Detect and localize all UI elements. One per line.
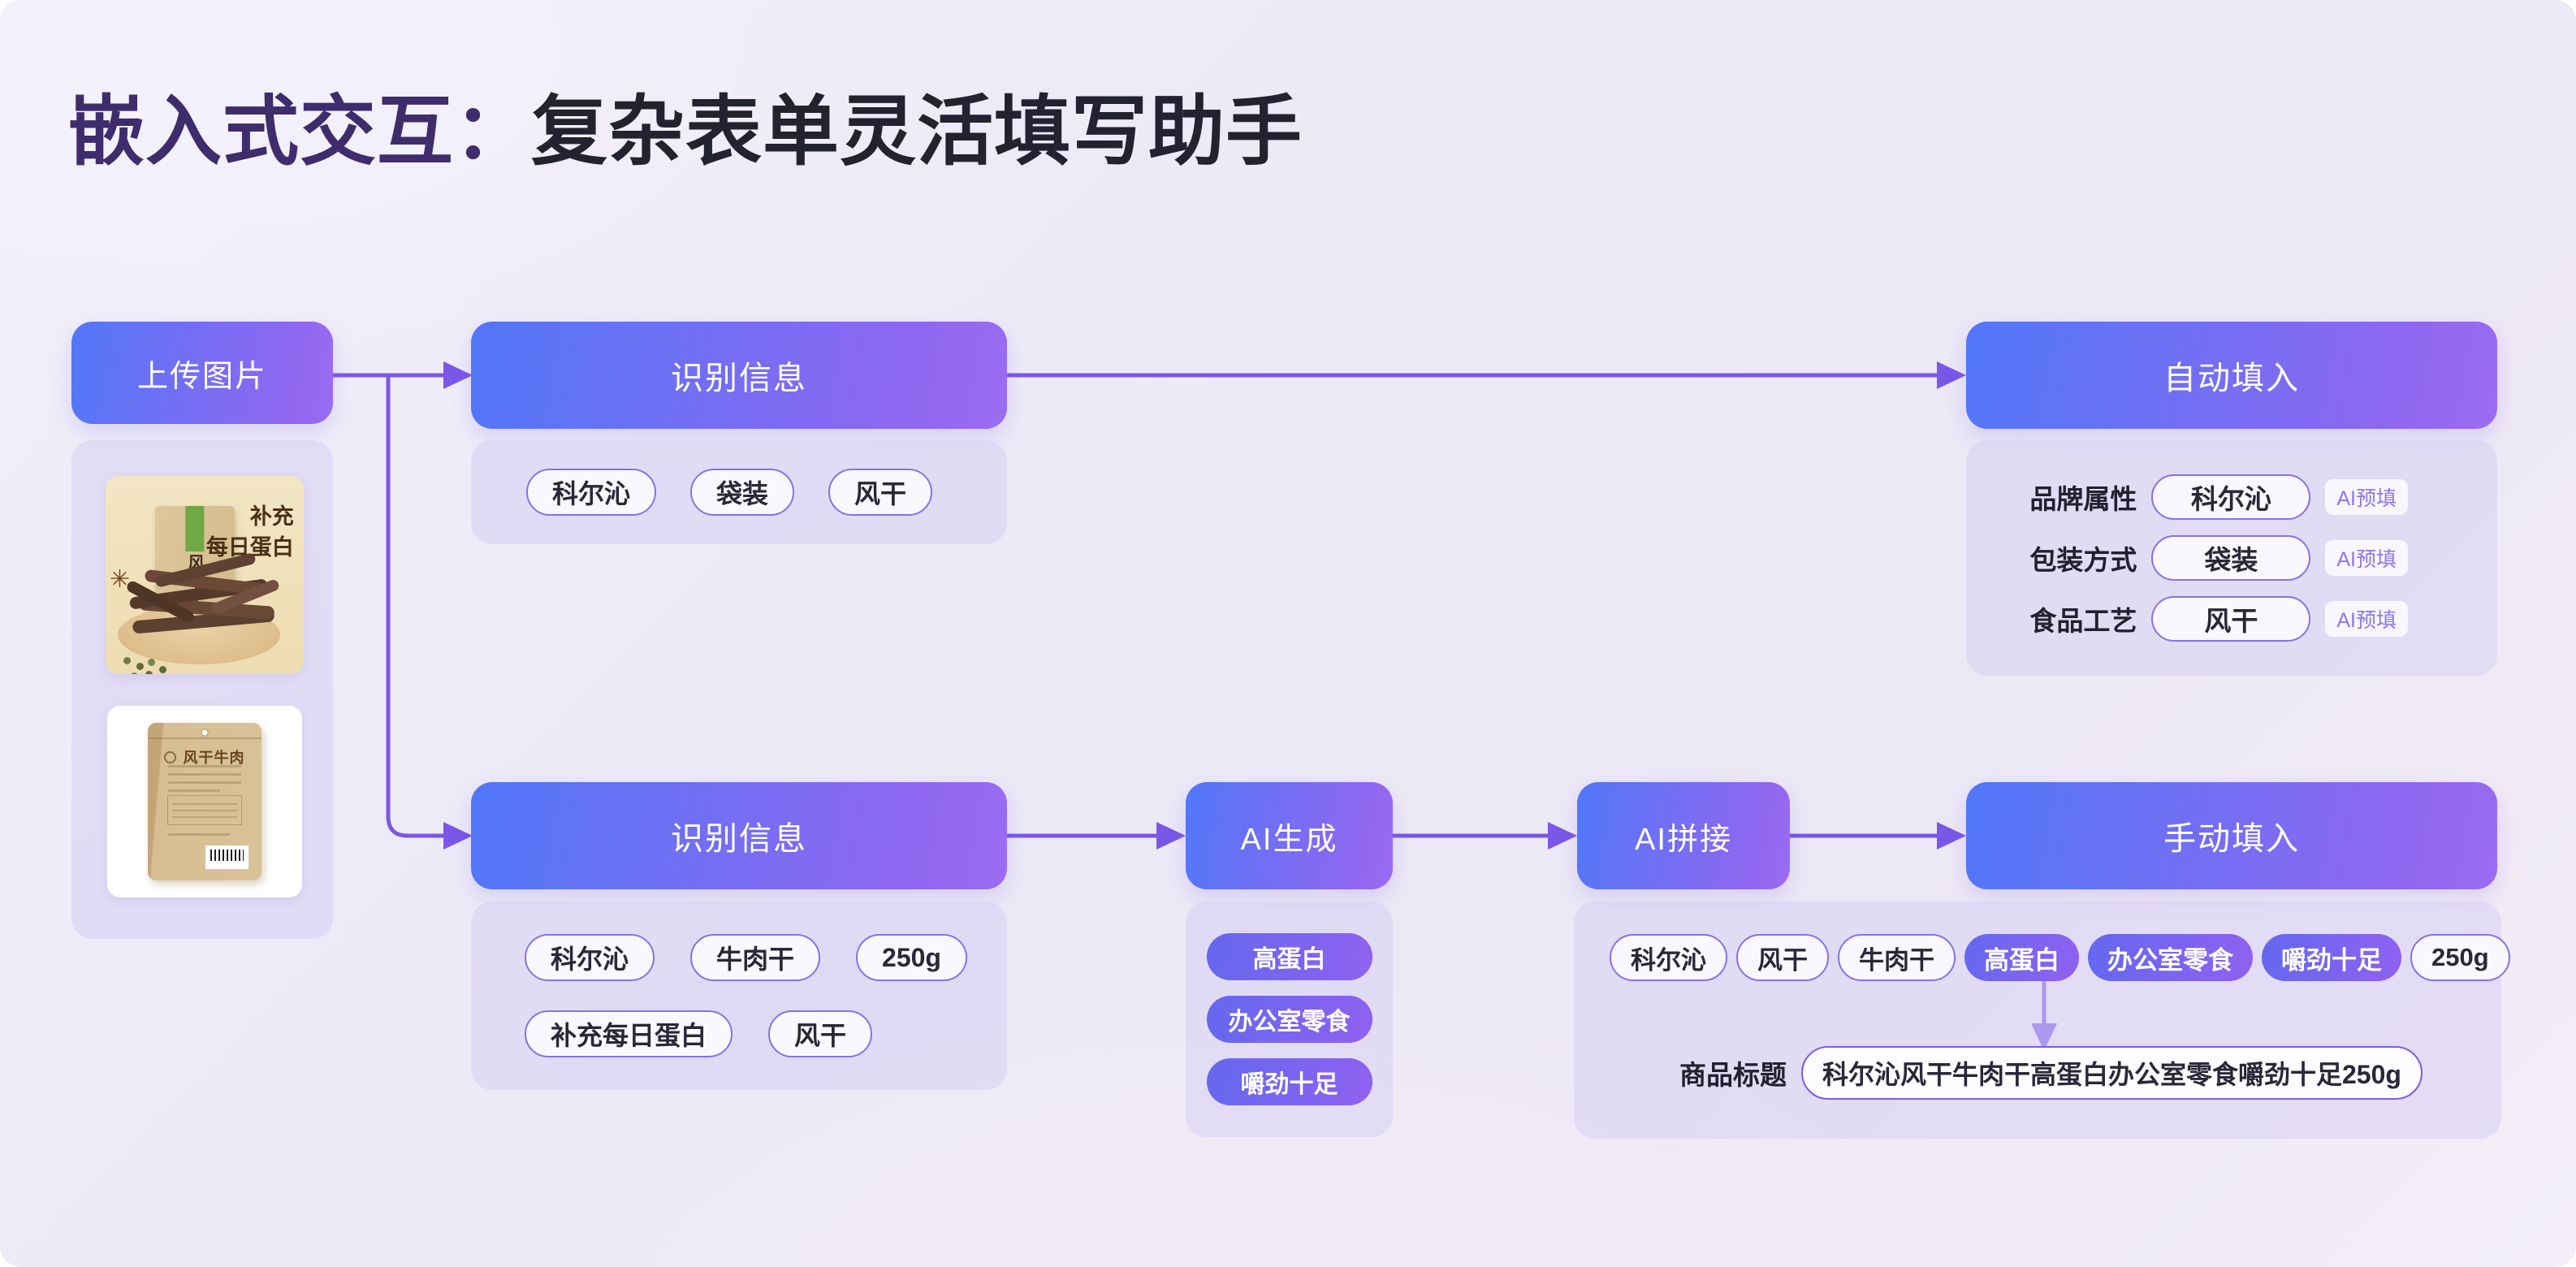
spliced-tags-row: 科尔沁 风干 牛肉干 高蛋白 办公室零食 嚼劲十足 250g bbox=[1610, 934, 2510, 981]
ai-tag-pill: 嚼劲十足 bbox=[1206, 1058, 1372, 1105]
jerky-sticks bbox=[124, 552, 283, 646]
recognized-tags-panel-2: 科尔沁 牛肉干 250g 补充每日蛋白 风干 bbox=[471, 902, 1007, 1090]
tag-pill: 风干 bbox=[828, 469, 933, 516]
ai-prefill-badge: AI预填 bbox=[2325, 601, 2408, 637]
product-title-label: 商品标题 bbox=[1679, 1060, 1787, 1090]
node-upload-label: 上传图片 bbox=[136, 359, 267, 394]
promo-line1: 补充 bbox=[249, 504, 294, 529]
field-value-pill: 风干 bbox=[2151, 596, 2311, 642]
auto-fill-form-panel: 品牌属性 科尔沁 AI预填 包装方式 袋装 AI预填 食品工艺 风干 AI预填 bbox=[1966, 440, 2497, 676]
tag-pill: 250g bbox=[2410, 934, 2510, 981]
product-photo-back: 风干牛肉 bbox=[107, 706, 302, 897]
tag-pill: 牛肉干 bbox=[690, 934, 821, 981]
barcode bbox=[205, 845, 249, 870]
tag-pill: 补充每日蛋白 bbox=[525, 1010, 733, 1057]
ai-tag-pill: 嚼劲十足 bbox=[2262, 934, 2401, 981]
tag-pill: 科尔沁 bbox=[1610, 934, 1727, 981]
title-main: 复杂表单灵活填写助手 bbox=[531, 89, 1303, 174]
node-recognize1-label: 识别信息 bbox=[671, 361, 807, 396]
ai-generated-tags-panel: 高蛋白 办公室零食 嚼劲十足 bbox=[1186, 902, 1393, 1137]
jerky-bag-back: 风干牛肉 bbox=[148, 723, 261, 880]
node-autofill-label: 自动填入 bbox=[2163, 361, 2300, 396]
node-ai-splice-label: AI拼接 bbox=[1635, 822, 1732, 857]
tag-pill: 250g bbox=[856, 934, 967, 981]
peppercorns bbox=[123, 656, 131, 664]
node-ai-splice: AI拼接 bbox=[1577, 782, 1790, 889]
form-row: 品牌属性 科尔沁 AI预填 bbox=[1966, 474, 2408, 520]
tag-pill: 袋装 bbox=[690, 469, 795, 516]
uploaded-photos-panel: 风干牛肉 补充 每日蛋白 ✳ 风干牛肉 bbox=[71, 440, 333, 939]
arrowhead-ai-generate bbox=[1156, 822, 1186, 850]
arrowhead-manual bbox=[1937, 822, 1966, 850]
bag-back-title: 风干牛肉 bbox=[164, 746, 245, 768]
ai-tag-pill: 高蛋白 bbox=[1964, 934, 2079, 981]
node-upload-image: 上传图片 bbox=[71, 322, 333, 424]
brand-logo bbox=[164, 750, 177, 763]
arrowhead-recognize1 bbox=[443, 361, 473, 389]
bag-green-stripe bbox=[185, 505, 205, 552]
tag-pill: 科尔沁 bbox=[525, 934, 655, 981]
form-row: 食品工艺 风干 AI预填 bbox=[1966, 596, 2408, 642]
arrowhead-autofill bbox=[1937, 361, 1966, 389]
field-value-pill: 袋装 bbox=[2151, 535, 2311, 581]
ai-prefill-badge: AI预填 bbox=[2325, 540, 2408, 576]
node-recognize-info-2: 识别信息 bbox=[471, 782, 1007, 889]
product-title-value: 科尔沁风干牛肉干高蛋白办公室零食嚼劲十足250g bbox=[1801, 1046, 2423, 1100]
tag-pill: 科尔沁 bbox=[526, 469, 657, 516]
node-ai-generate-label: AI生成 bbox=[1240, 822, 1338, 857]
recognized-tags-panel-1: 科尔沁 袋装 风干 bbox=[471, 440, 1007, 544]
bag-hang-hole bbox=[200, 729, 209, 737]
product-title-row: 商品标题 科尔沁风干牛肉干高蛋白办公室零食嚼劲十足250g bbox=[1679, 1046, 2423, 1100]
node-recognize-info-1: 识别信息 bbox=[471, 322, 1007, 429]
arrowhead-ai-splice bbox=[1548, 822, 1577, 850]
node-ai-generate: AI生成 bbox=[1186, 782, 1393, 889]
star-anise: ✳ bbox=[109, 565, 131, 593]
ai-tag-pill: 办公室零食 bbox=[1206, 996, 1372, 1043]
field-value-pill: 科尔沁 bbox=[2151, 474, 2311, 520]
node-recognize2-label: 识别信息 bbox=[671, 821, 807, 857]
node-manual-fill: 手动填入 bbox=[1966, 782, 2497, 889]
field-label: 品牌属性 bbox=[2029, 484, 2137, 514]
ai-tag-pill: 办公室零食 bbox=[2088, 934, 2253, 981]
form-row: 包装方式 袋装 AI预填 bbox=[1966, 535, 2408, 581]
ai-prefill-badge: AI预填 bbox=[2325, 479, 2408, 515]
product-photo-front: 风干牛肉 补充 每日蛋白 ✳ bbox=[106, 476, 304, 674]
tag-pill: 风干 bbox=[1736, 934, 1829, 981]
node-auto-fill: 自动填入 bbox=[1966, 322, 2497, 429]
title-prefix: 嵌入式交互： bbox=[68, 89, 532, 174]
field-label: 包装方式 bbox=[2029, 545, 2137, 575]
nutrition-table bbox=[167, 795, 242, 826]
field-label: 食品工艺 bbox=[2029, 606, 2137, 636]
ai-tag-pill: 高蛋白 bbox=[1206, 933, 1372, 980]
node-manual-label: 手动填入 bbox=[2163, 821, 2300, 857]
arrowhead-recognize2 bbox=[443, 822, 473, 850]
manual-fill-panel: 科尔沁 风干 牛肉干 高蛋白 办公室零食 嚼劲十足 250g 商品标题 科尔沁风… bbox=[1574, 902, 2510, 1139]
page-title: 嵌入式交互：复杂表单灵活填写助手 bbox=[68, 70, 1303, 180]
arrow-upload-to-recognize2 bbox=[386, 375, 443, 838]
tag-pill: 风干 bbox=[768, 1010, 873, 1057]
tag-pill: 牛肉干 bbox=[1838, 934, 1956, 981]
